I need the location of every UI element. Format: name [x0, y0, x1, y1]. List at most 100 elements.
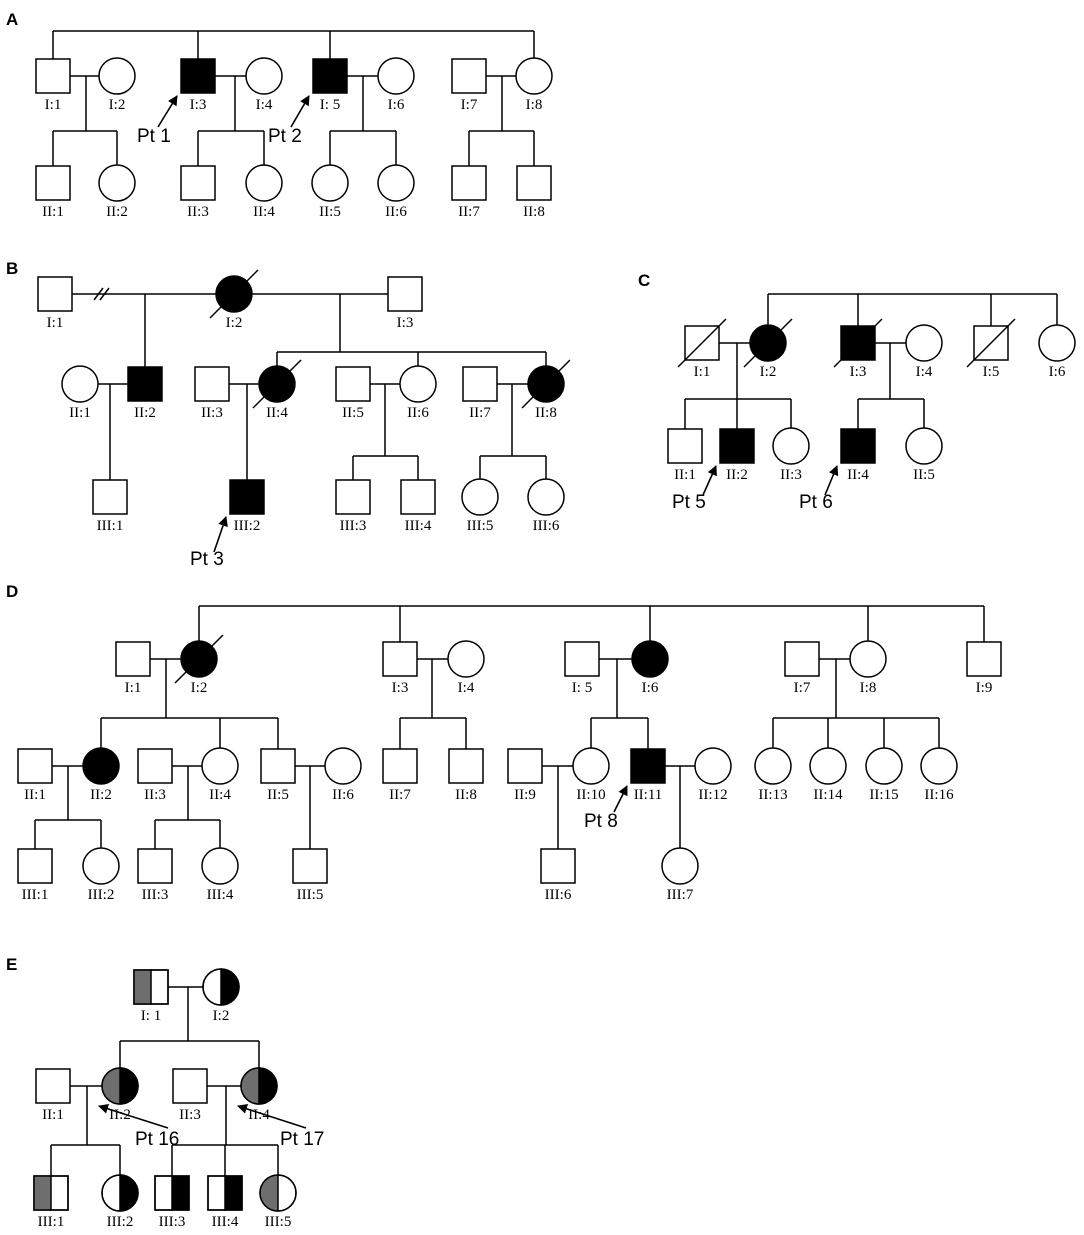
- individual-d-iii4: [201, 847, 239, 885]
- female-circle: [661, 847, 699, 885]
- proband-label: Pt 6: [799, 492, 833, 513]
- individual-e-ii1: [35, 1068, 71, 1104]
- individual-c-ii4: [840, 428, 876, 464]
- individual-a-i5: [312, 58, 348, 94]
- female-circle: [82, 847, 120, 885]
- individual-label: I:6: [388, 97, 405, 113]
- male-square: [784, 641, 820, 677]
- individual-d-ii11: [630, 748, 666, 784]
- proband-arrow: [213, 516, 228, 553]
- individual-label: II:7: [389, 787, 411, 803]
- deceased-slash: [677, 318, 727, 368]
- male-square: [17, 748, 53, 784]
- individual-e-iii1: [33, 1175, 69, 1211]
- male-square: [966, 641, 1002, 677]
- male-square: [35, 58, 71, 94]
- male-square: [448, 748, 484, 784]
- male-square: [137, 748, 173, 784]
- individual-label: II:14: [813, 787, 843, 803]
- individual-label: II:3: [179, 1107, 201, 1123]
- individual-label: II:3: [201, 405, 223, 421]
- male-square: [667, 428, 703, 464]
- individual-label: I:4: [458, 680, 475, 696]
- affected-male-square: [229, 479, 265, 515]
- affected-male-square: [180, 58, 216, 94]
- male-square: [180, 165, 216, 201]
- panel-label-b: B: [6, 259, 18, 278]
- individual-label: II:8: [455, 787, 477, 803]
- individual-label: I: 5: [320, 97, 340, 113]
- individual-label: II:1: [42, 1107, 64, 1123]
- male-square: [451, 165, 487, 201]
- proband-label: Pt 1: [137, 126, 171, 147]
- female-circle: [1038, 324, 1076, 362]
- individual-label: II:2: [90, 787, 112, 803]
- individual-b-iii4: [400, 479, 436, 515]
- individual-label: I:6: [642, 680, 659, 696]
- individual-label: I:1: [47, 315, 64, 331]
- black-right-half: [259, 1068, 277, 1104]
- individual-e-i1: [133, 969, 169, 1005]
- affected-female-circle: [82, 747, 120, 785]
- individual-a-ii1: [35, 165, 71, 201]
- affected-male-square: [127, 366, 163, 402]
- individual-label: I:1: [694, 364, 711, 380]
- individual-a-ii2: [98, 164, 136, 202]
- male-square: [451, 58, 487, 94]
- deceased-slash: [966, 318, 1016, 368]
- individual-label: III:1: [22, 887, 49, 903]
- female-circle: [461, 478, 499, 516]
- female-circle: [399, 365, 437, 403]
- individual-label: I:6: [1049, 364, 1066, 380]
- individual-label: II:13: [758, 787, 787, 803]
- individual-e-ii2: [101, 1067, 139, 1105]
- individual-d-ii2: [82, 747, 120, 785]
- male-square: [115, 641, 151, 677]
- individual-label: II:2: [109, 1107, 131, 1123]
- female-circle: [377, 164, 415, 202]
- male-square: [92, 479, 128, 515]
- individual-d-iii6: [540, 848, 576, 884]
- black-right-half: [221, 969, 239, 1005]
- individual-label: I:8: [526, 97, 543, 113]
- individual-label: II:15: [869, 787, 898, 803]
- individual-d-i4: [447, 640, 485, 678]
- female-circle: [920, 747, 958, 785]
- individual-label: II:5: [319, 204, 341, 220]
- relationship-lines: [34, 30, 1058, 1176]
- individual-a-ii6: [377, 164, 415, 202]
- individual-label: I:4: [916, 364, 933, 380]
- individual-label: III:5: [265, 1214, 292, 1230]
- individual-label: III:4: [207, 887, 234, 903]
- individual-label: I:3: [190, 97, 207, 113]
- individual-label: I:9: [976, 680, 993, 696]
- individual-label: III:2: [234, 518, 261, 534]
- individual-a-ii7: [451, 165, 487, 201]
- pedigree-line: [99, 287, 110, 301]
- male-square: [194, 366, 230, 402]
- gray-left-half: [134, 970, 151, 1004]
- individual-d-i3: [382, 641, 418, 677]
- gray-left-half: [241, 1068, 259, 1104]
- female-circle: [447, 640, 485, 678]
- black-right-half: [225, 1176, 242, 1210]
- male-square: [292, 848, 328, 884]
- individual-label: II:7: [458, 204, 480, 220]
- individual-label: I:3: [392, 680, 409, 696]
- individual-label: I:7: [794, 680, 811, 696]
- female-circle: [754, 747, 792, 785]
- proband-arrow: [824, 465, 839, 496]
- male-square: [382, 641, 418, 677]
- affected-male-square: [719, 428, 755, 464]
- individual-c-i5: [966, 318, 1016, 368]
- black-right-half: [120, 1068, 138, 1104]
- individual-label: II:5: [913, 467, 935, 483]
- individual-b-ii7: [462, 366, 498, 402]
- individual-d-iii3: [137, 848, 173, 884]
- male-square: [172, 1068, 208, 1104]
- female-circle: [98, 164, 136, 202]
- individual-d-i5: [564, 641, 600, 677]
- female-circle: [905, 324, 943, 362]
- individual-label: II:4: [847, 467, 869, 483]
- individual-e-iii4: [207, 1175, 243, 1211]
